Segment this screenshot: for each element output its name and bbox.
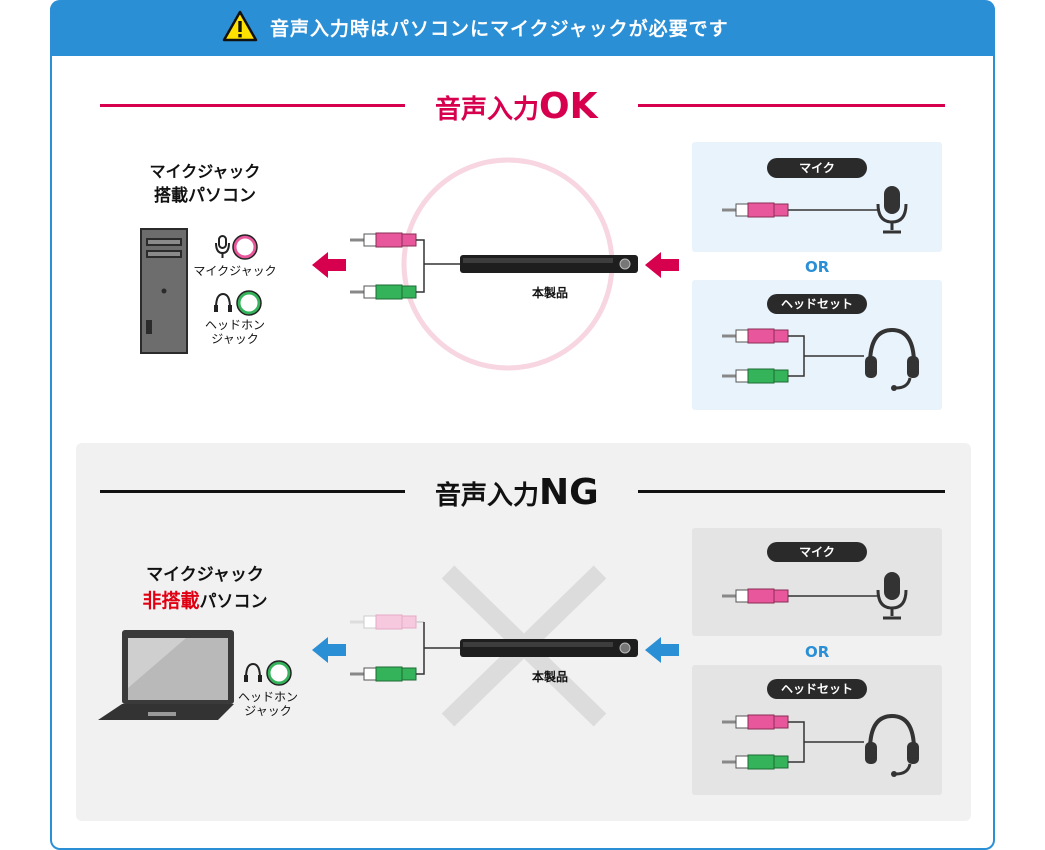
headphone-jack-icon [214,290,262,316]
headphone-jack-label-2: ジャック [211,332,259,346]
laptop-icon [98,630,234,720]
outer-frame [50,0,995,850]
ok-section-title: 音声入力OK [435,86,598,127]
ok-title-text: 音声入力 [435,95,540,125]
mic-jack-icon [215,234,258,260]
ng-rule-left [100,490,405,493]
ng-product-label: 本製品 [531,670,568,684]
ng-mic-pill: マイク [767,542,867,562]
ng-pc-line1: マイクジャック [146,565,264,585]
ng-pc-line2-red: 非搭載 [142,590,200,612]
warning-icon [222,10,258,42]
ng-headphone-jack-label: ヘッドホン ジャック [228,690,308,718]
ng-pc-caption: マイクジャック 非搭載パソコン [110,562,300,615]
ng-headset-icon [865,713,919,777]
ng-pc-line2-rest: パソコン [199,592,268,612]
ng-arrow-left-icon-2 [645,637,679,663]
ng-or-label: OR [805,643,830,661]
ok-rule-left [100,104,405,107]
ng-headphone-jack-label-2: ジャック [244,704,292,718]
ok-rule-right [638,104,945,107]
ng-section-title: 音声入力NG [435,472,599,513]
ok-product-label: 本製品 [531,286,568,300]
ng-headset-pill: ヘッドセット [767,679,867,699]
ok-mic-pill: マイク [767,158,867,178]
headset-icon [865,327,919,391]
headphone-jack-label-1: ヘッドホン [204,318,265,332]
ng-arrow-left-icon [312,637,346,663]
ok-title-suffix: OK [539,86,598,127]
ng-headphone-jack-label-1: ヘッドホン [237,690,298,704]
headphone-jack-label: ヘッドホン ジャック [195,318,275,346]
ok-splitter-cable [350,232,462,300]
header-bar [50,0,995,56]
ok-pc-caption: マイクジャック 搭載パソコン [130,160,280,208]
ng-pc-line2: 非搭載パソコン [110,588,300,615]
ok-mic-cable [722,202,880,218]
desktop-pc-icon [140,228,188,354]
ng-rule-right [638,490,945,493]
ng-mic-cable [722,588,880,604]
ok-pc-line2: 搭載パソコン [154,186,256,206]
ok-headset-cable [722,328,864,384]
ng-microphone-icon [876,572,908,620]
ng-product-bar [460,639,638,657]
ok-product-bar [460,255,638,273]
ok-headset-pill: ヘッドセット [767,294,867,314]
arrow-left-icon-2 [645,252,679,278]
microphone-icon [876,186,908,234]
mic-jack-label: マイクジャック [193,264,277,278]
header-title: 音声入力時はパソコンにマイクジャックが必要です [270,18,729,40]
ng-headphone-jack-icon [244,660,292,686]
ok-pc-line1: マイクジャック [149,162,261,181]
arrow-left-icon [312,252,346,278]
ng-splitter-cable [350,614,462,682]
ng-title-suffix: NG [539,472,599,513]
ng-title-text: 音声入力 [435,481,540,511]
ok-or-label: OR [805,258,830,276]
ng-headset-cable [722,714,864,770]
